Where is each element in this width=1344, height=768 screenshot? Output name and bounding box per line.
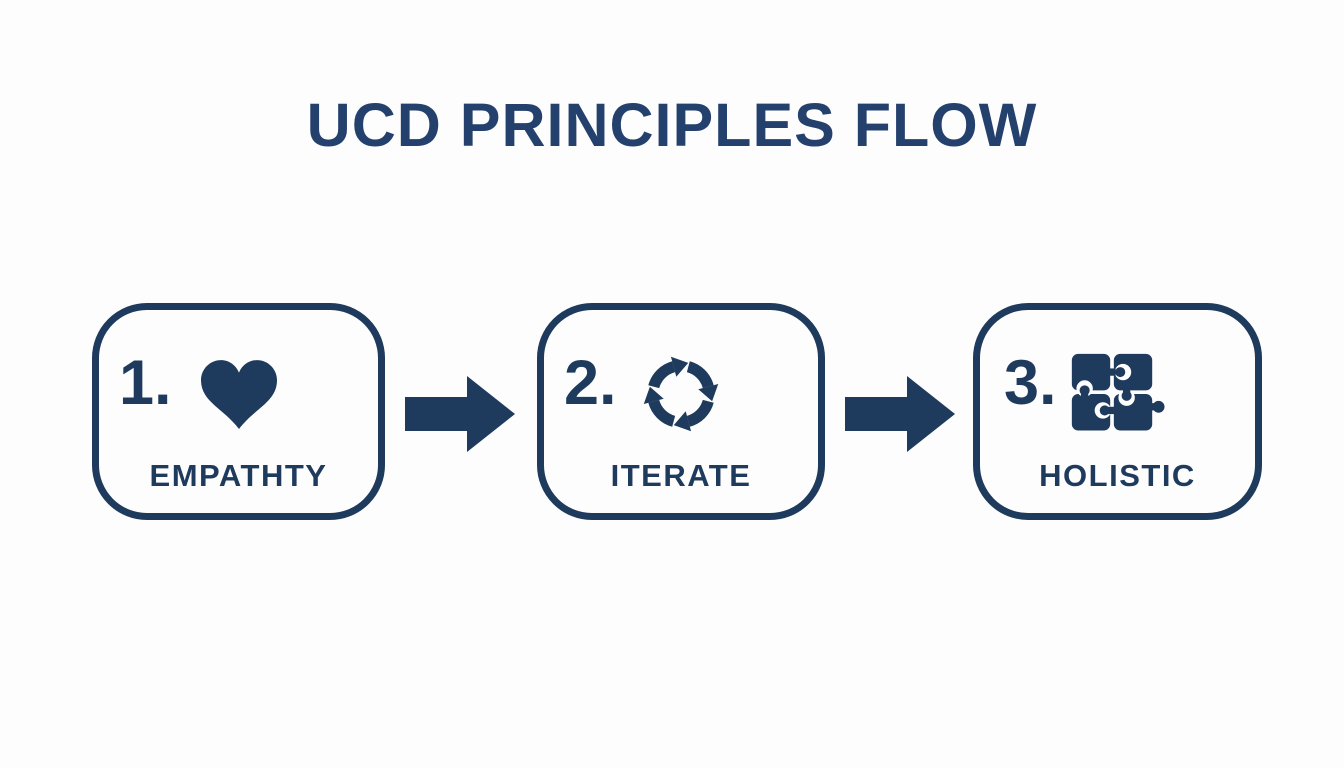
step-card-iterate: 2. ITERATE (537, 303, 825, 520)
heart-icon (99, 346, 378, 442)
puzzle-icon (980, 346, 1255, 442)
step-card-empathy: 1. EMPATHTY (92, 303, 385, 520)
arrow-right-icon (405, 374, 517, 454)
page-title: UCD PRINCIPLES FLOW (306, 91, 1038, 159)
step-number: 1. (119, 348, 172, 418)
cycle-arrows-icon (544, 346, 818, 442)
arrow-right-icon (845, 374, 957, 454)
step-label: HOLISTIC (1039, 458, 1196, 493)
step-number: 2. (564, 348, 617, 418)
step-label: EMPATHTY (149, 458, 328, 493)
step-label: ITERATE (610, 458, 752, 493)
step-number: 3. (1004, 348, 1057, 418)
step-card-holistic: 3. (973, 303, 1262, 520)
